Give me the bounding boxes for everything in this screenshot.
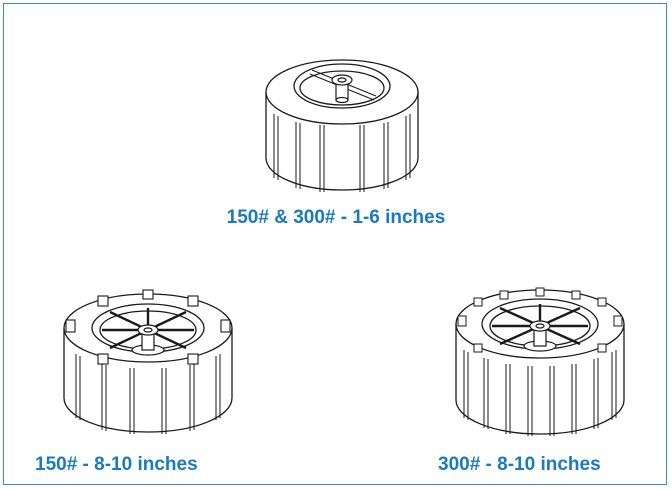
wafer-check-valve-150-large-icon	[63, 289, 233, 434]
caption-top-valve: 150# & 300# - 1-6 inches	[226, 207, 446, 228]
caption-bottom-right-valve: 300# - 8-10 inches	[438, 454, 601, 475]
wafer-check-valve-small-icon	[265, 59, 419, 192]
wafer-check-valve-300-large-icon	[455, 287, 625, 436]
caption-bottom-left-valve: 150# - 8-10 inches	[35, 454, 198, 475]
